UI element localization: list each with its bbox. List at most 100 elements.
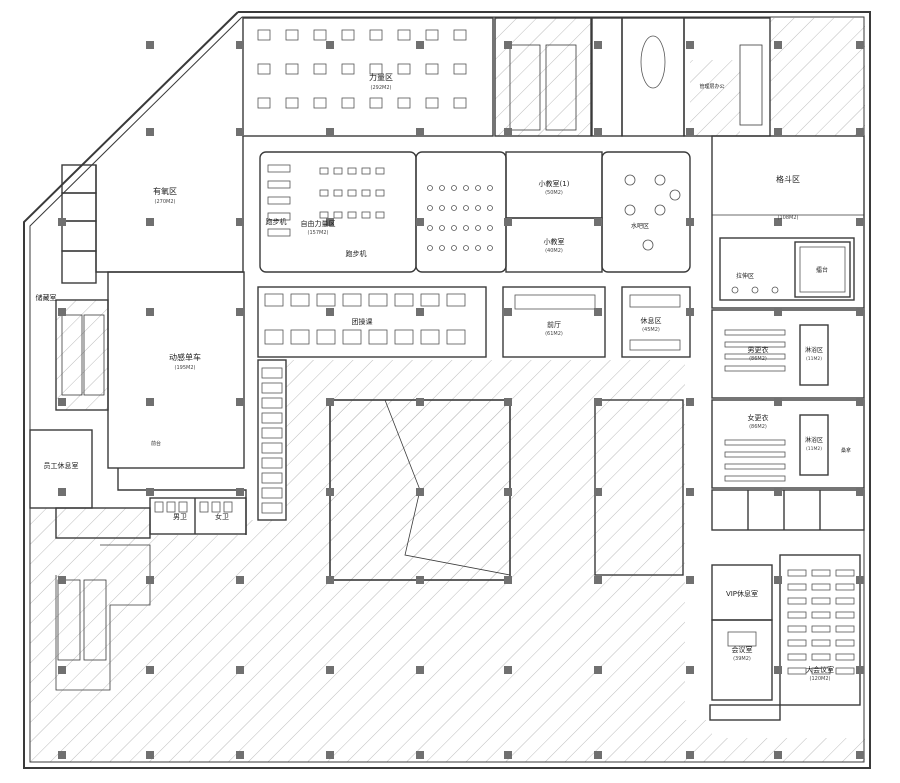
class-seat (463, 205, 469, 211)
room-area-shower-f: (11M2) (806, 446, 822, 452)
column (504, 128, 512, 136)
column (146, 128, 154, 136)
column (58, 488, 66, 496)
strength-machine (453, 29, 467, 41)
column (416, 308, 424, 316)
room-label-aerobic: 有氧区 (153, 186, 177, 196)
stair-top-right (739, 44, 763, 126)
room-label-small-class-2: 小教室 (544, 237, 565, 246)
toilet (166, 501, 176, 513)
column (774, 576, 782, 584)
structural-columns (58, 41, 864, 759)
column (686, 488, 694, 496)
reception-desk (514, 294, 596, 310)
stair-bottom-left (55, 544, 151, 691)
class-seat (475, 185, 481, 191)
bench (267, 164, 291, 173)
weight-rack (375, 167, 385, 175)
column (326, 751, 334, 759)
column (594, 398, 602, 406)
desk (787, 569, 807, 577)
desk (787, 611, 807, 619)
strength-machine (397, 97, 411, 109)
weight-rack (375, 189, 385, 197)
column (236, 398, 244, 406)
column (504, 666, 512, 674)
column (326, 41, 334, 49)
desk (811, 611, 831, 619)
walls (29, 17, 865, 721)
mat (368, 293, 388, 307)
locker-bench (724, 341, 786, 348)
locker-bench (724, 439, 786, 446)
column (856, 666, 864, 674)
desk (835, 653, 855, 661)
room-label-cycling: 动感单车 (169, 352, 201, 362)
column (774, 666, 782, 674)
column (594, 488, 602, 496)
room-labels: 力量区 (292M2) 有氧区 (270M2) 动感单车 (195M2) 自由力… (36, 72, 852, 682)
weight-rack (319, 189, 329, 197)
column (686, 308, 694, 316)
class-seat (463, 185, 469, 191)
strength-machine (313, 97, 327, 109)
desk (835, 611, 855, 619)
room-label-shower-m: 淋浴区 (805, 346, 823, 354)
class-seat (427, 205, 433, 211)
bench (267, 196, 291, 205)
room-label-treadmill-2: 跑步机 (346, 249, 367, 258)
weight-rack (333, 211, 343, 219)
treadmill (261, 427, 283, 439)
cafe-table (624, 174, 636, 186)
conference-table (640, 35, 666, 89)
room-label-pool: 大会议室 (806, 665, 834, 674)
column (416, 751, 424, 759)
room-area-meeting: (39M2) (733, 656, 751, 662)
toilet (199, 501, 209, 513)
treadmill (261, 472, 283, 484)
room-label-small-class-1: 小教室(1) (539, 179, 570, 188)
weight-rack (361, 211, 371, 219)
room-label-cafe: 水吧区 (631, 222, 649, 230)
mat (394, 329, 414, 345)
column (686, 666, 694, 674)
weight-rack (361, 167, 371, 175)
class-seat (451, 185, 457, 191)
desk (787, 653, 807, 661)
class-seat (439, 205, 445, 211)
cafe-table (624, 204, 636, 216)
room-label-male-locker: 男更衣 (748, 345, 769, 354)
room-area-pool: (120M2) (810, 676, 831, 682)
column (686, 41, 694, 49)
mat (316, 293, 336, 307)
room-area-hall: (61M2) (545, 331, 563, 337)
desk (811, 667, 831, 675)
strength-machine (425, 63, 439, 75)
weight-rack (333, 167, 343, 175)
strength-machine (369, 29, 383, 41)
treadmill (261, 367, 283, 379)
column (146, 576, 154, 584)
column (146, 666, 154, 674)
room-label-wc-male: 男卫 (173, 513, 187, 521)
room-label-staff-lounge: 员工休息室 (44, 461, 79, 470)
strength-machine (453, 63, 467, 75)
stairs (55, 44, 763, 691)
class-seat (427, 225, 433, 231)
locker-bench (724, 365, 786, 372)
locker-bench (724, 329, 786, 336)
toilet (211, 501, 221, 513)
room-label-storage: 储藏室 (36, 293, 57, 302)
column (594, 666, 602, 674)
room-area-aerobic: (270M2) (155, 199, 176, 205)
column (504, 488, 512, 496)
column (146, 751, 154, 759)
treadmill (261, 382, 283, 394)
column (146, 488, 154, 496)
class-seat (487, 225, 493, 231)
mat (290, 293, 310, 307)
column (236, 751, 244, 759)
class-seat (451, 205, 457, 211)
column (326, 308, 334, 316)
column (504, 398, 512, 406)
